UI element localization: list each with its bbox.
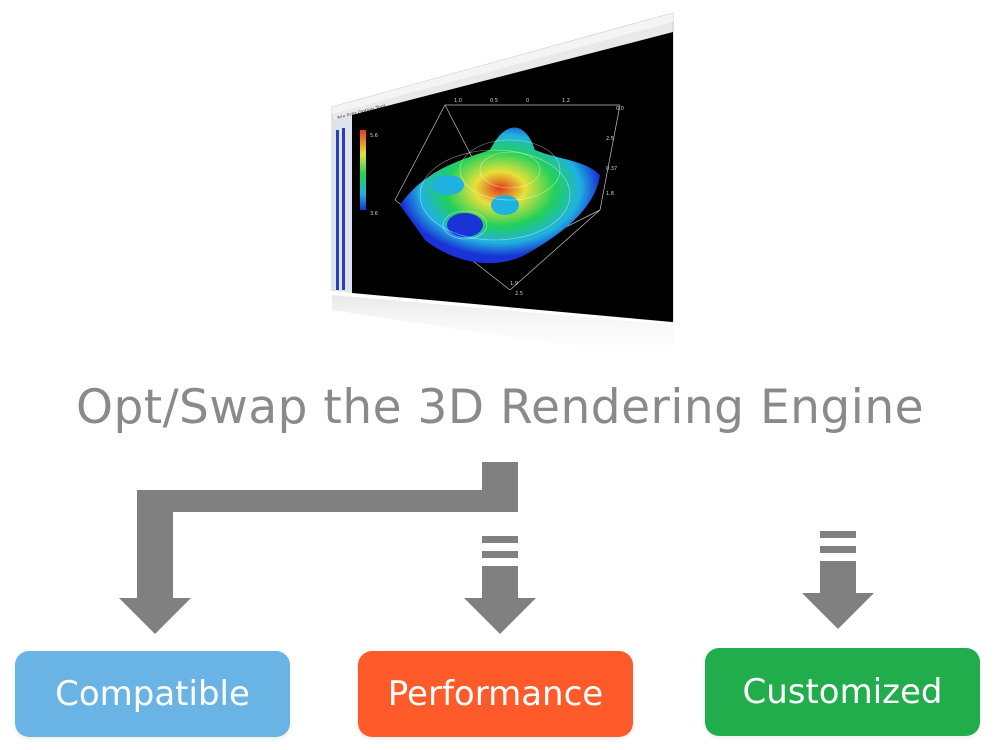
performance-label-box: Performance: [358, 651, 633, 737]
svg-text:0: 0: [526, 98, 529, 104]
svg-text:2.5: 2.5: [606, 136, 614, 142]
compatible-label: Compatible: [55, 674, 250, 714]
svg-text:1.2: 1.2: [562, 98, 570, 104]
arrow-to-performance: [464, 536, 536, 634]
svg-text:1.9: 1.9: [510, 281, 518, 287]
customized-label: Customized: [742, 672, 943, 712]
performance-label: Performance: [387, 674, 604, 714]
svg-text:2.5: 2.5: [515, 291, 523, 297]
page-title: Opt/Swap the 3D Rendering Engine: [75, 380, 925, 435]
compatible-label-box: Compatible: [15, 651, 290, 737]
arrow-to-compatible: [119, 462, 518, 634]
customized-label-box: Customized: [705, 648, 980, 736]
plot-app-screenshot: File Edit Option Tool 1.00.5: [330, 10, 680, 365]
arrow-to-customized: [802, 531, 874, 629]
svg-text:3.6: 3.6: [370, 211, 378, 217]
svg-text:5.6: 5.6: [370, 133, 378, 139]
svg-text:0.37: 0.37: [606, 166, 617, 172]
svg-text:0.5: 0.5: [490, 98, 498, 104]
svg-text:0.0: 0.0: [616, 106, 624, 112]
svg-text:1.8: 1.8: [606, 191, 614, 197]
svg-text:1.0: 1.0: [454, 98, 462, 104]
